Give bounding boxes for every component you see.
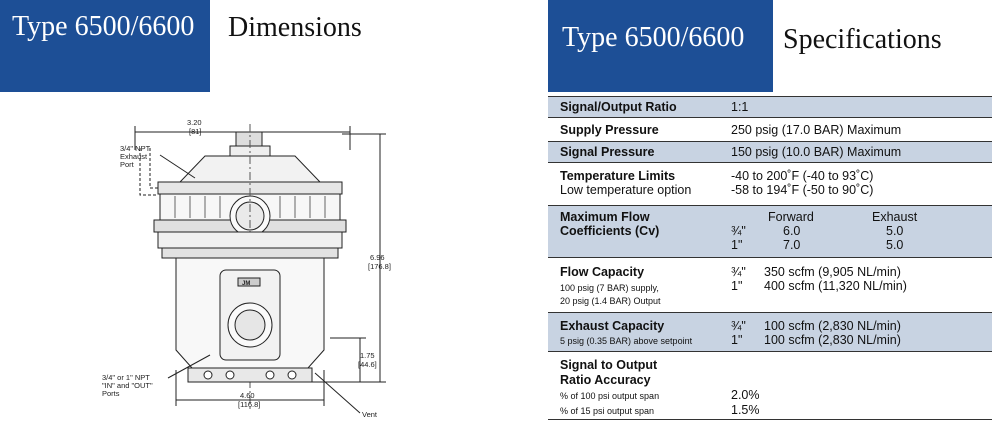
exhaust-port-label-3: Port	[120, 160, 135, 169]
spec-label: Exhaust Capacity	[560, 319, 665, 333]
dim-top-mm: [81]	[189, 127, 202, 136]
exhaust-value: 100 scfm (2,830 NL/min)	[764, 333, 901, 347]
size-label: 1"	[731, 279, 743, 293]
forward-value: 6.0	[783, 224, 801, 238]
dim-width-value: 4.60	[240, 391, 255, 400]
io-ports-label-1: 3/4" or 1" NPT	[102, 373, 150, 382]
right-title-banner: Type 6500/6600	[548, 0, 773, 92]
dim-height-value: 6.96	[370, 253, 385, 262]
spec-row-signal-pressure: Signal Pressure 150 psig (10.0 BAR) Maxi…	[548, 141, 992, 162]
col-forward-header: Forward	[768, 210, 814, 224]
spec-row-exhaust-capacity: Exhaust Capacity 5 psig (0.35 BAR) above…	[548, 312, 992, 351]
vent-label: Vent	[362, 410, 378, 419]
spec-label: Signal Pressure	[560, 145, 655, 159]
spec-label: Maximum Flow	[560, 210, 650, 224]
size-label: ¾"	[731, 319, 746, 333]
flow-value: 400 scfm (11,320 NL/min)	[764, 279, 907, 293]
spec-sublabel: % of 15 psi output span	[560, 406, 655, 416]
spec-sublabel: 5 psig (0.35 BAR) above setpoint	[560, 336, 693, 346]
spec-sublabel: 100 psig (7 BAR) supply,	[560, 283, 659, 293]
spec-value-secondary: -58 to 194˚F (-50 to 90˚C)	[731, 183, 874, 197]
spec-sublabel: % of 100 psi output span	[560, 391, 660, 401]
spec-row-supply-pressure: Supply Pressure 250 psig (17.0 BAR) Maxi…	[548, 117, 992, 141]
spec-row-signal-output-ratio: Signal/Output Ratio 1:1	[548, 96, 992, 117]
spec-label: Signal to Output	[560, 358, 658, 372]
size-label: 1"	[731, 238, 743, 252]
exhaust-port-label-2: Exhaust	[120, 152, 148, 161]
exhaust-value: 5.0	[886, 224, 904, 238]
forward-value: 7.0	[783, 238, 801, 252]
spec-label-secondary: Low temperature option	[560, 183, 692, 197]
spec-label-line2: Ratio Accuracy	[560, 373, 651, 387]
size-label: ¾"	[731, 224, 746, 238]
spec-label: Signal/Output Ratio	[560, 100, 677, 114]
spec-row-max-flow: Maximum Flow Coefficients (Cv) Forward E…	[548, 205, 992, 257]
spec-label: Flow Capacity	[560, 265, 645, 279]
specifications-heading: Specifications	[783, 24, 942, 55]
spec-label: Temperature Limits	[560, 169, 676, 183]
dimensions-heading: Dimensions	[228, 12, 362, 43]
dimension-drawing: 3.20 [81] 3/4" NPT Exhaust Port 6.96 [17…	[102, 118, 391, 419]
exhaust-value: 100 scfm (2,830 NL/min)	[764, 319, 901, 333]
table-bottom-rule	[548, 419, 992, 420]
left-title-banner: Type 6500/6600	[0, 0, 210, 92]
spec-row-accuracy: Signal to Output Ratio Accuracy % of 100…	[548, 351, 992, 419]
spec-value: 150 psig (10.0 BAR) Maximum	[731, 145, 902, 159]
dim-width-mm: [116.8]	[238, 400, 260, 409]
size-label: 1"	[731, 333, 743, 347]
spec-row-temperature-limits: Temperature Limits -40 to 200˚F (-40 to …	[548, 162, 992, 205]
spec-value: 250 psig (17.0 BAR) Maximum	[731, 123, 902, 137]
col-exhaust-header: Exhaust	[872, 210, 918, 224]
left-model-title: Type 6500/6600	[12, 11, 195, 42]
spec-label: Supply Pressure	[560, 123, 659, 137]
spec-value: -40 to 200˚F (-40 to 93˚C)	[731, 169, 874, 183]
dim-lower-value: 1.75	[360, 351, 375, 360]
right-model-title: Type 6500/6600	[562, 22, 745, 53]
io-ports-label-2: "IN" and "OUT"	[102, 381, 153, 390]
specifications-table: Signal/Output Ratio 1:1 Supply Pressure …	[548, 96, 992, 419]
spec-row-flow-capacity: Flow Capacity 100 psig (7 BAR) supply, 2…	[548, 257, 992, 312]
accuracy-value: 1.5%	[731, 403, 760, 417]
accuracy-value: 2.0%	[731, 388, 760, 402]
exhaust-value: 5.0	[886, 238, 904, 252]
dim-height-mm: [176.8]	[368, 262, 391, 271]
spec-sublabel: 20 psig (1.4 BAR) Output	[560, 296, 661, 306]
exhaust-port-label-1: 3/4" NPT	[120, 144, 151, 153]
flow-value: 350 scfm (9,905 NL/min)	[764, 265, 901, 279]
dim-top-value: 3.20	[187, 118, 202, 127]
spec-value: 1:1	[731, 100, 749, 114]
size-label: ¾"	[731, 265, 746, 279]
badge-label: JM	[242, 281, 250, 287]
dim-lower-mm: [44.6]	[358, 360, 377, 369]
io-ports-label-3: Ports	[102, 389, 120, 398]
spec-label-line2: Coefficients (Cv)	[560, 224, 660, 238]
